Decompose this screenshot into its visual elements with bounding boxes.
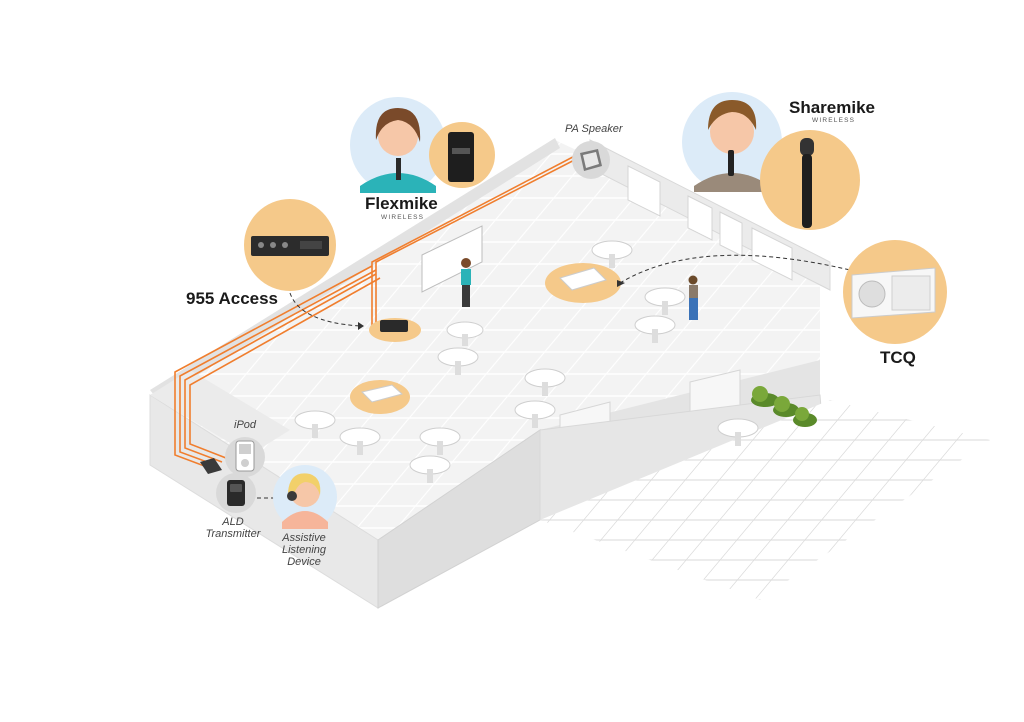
listener-avatar: [273, 465, 337, 529]
table-cluster-1: [294, 410, 336, 438]
ipod-badge: [225, 437, 265, 477]
plant-icon: [793, 407, 817, 427]
pa-speaker-label: PA Speaker: [565, 123, 623, 135]
back-wall: [150, 138, 560, 400]
assistive-device-line-1: Assistive: [282, 532, 326, 544]
sharemike-sublabel: WIRELESS: [812, 117, 856, 124]
ald-transmitter-badge: [216, 473, 256, 513]
table-cluster-10: [644, 287, 686, 315]
table-cluster-9: [591, 240, 633, 268]
floor-grid: [150, 140, 820, 540]
amplifier-callout: [244, 199, 336, 291]
tcq-callout: [843, 240, 947, 344]
amplifier-floor-badge: [369, 318, 421, 342]
tables: [294, 240, 759, 483]
headphones-icon: [287, 491, 297, 501]
assistive-device-line-3: Device: [287, 556, 321, 568]
arrow-head: [617, 280, 625, 287]
sharemike-label: Sharemike: [789, 98, 875, 117]
plants: [751, 386, 817, 427]
patio-table: [717, 418, 759, 446]
table-cluster-2: [339, 427, 381, 455]
cable-bundle: [174, 147, 591, 471]
table-cluster-11: [634, 315, 676, 343]
teacher-figure: [461, 258, 471, 307]
ald-transmitter-line-1: ALD: [222, 516, 244, 528]
arrow-head: [358, 322, 364, 330]
windows: [627, 165, 793, 281]
table-cluster-3: [419, 427, 461, 455]
table-cluster-4: [409, 455, 451, 483]
sharemike-avatar: [682, 92, 782, 192]
table-cluster-5: [437, 347, 479, 375]
microphone-icon: [800, 138, 814, 156]
table-cluster-7: [524, 368, 566, 396]
amplifier-icon: [380, 320, 408, 332]
tcq-label: TCQ: [880, 348, 916, 367]
bodypack-transmitter-icon: [448, 132, 474, 182]
ipod-label: iPod: [234, 419, 257, 431]
plant-icon: [751, 386, 779, 407]
assistive-device-line-2: Listening: [281, 544, 327, 556]
access955-label: 955 Access: [186, 289, 279, 308]
ald-transmitter-icon: [227, 480, 245, 506]
assistive-device-label: Assistive Listening Device: [272, 532, 336, 568]
student-figure: [688, 275, 698, 320]
table-cluster-6: [446, 321, 484, 346]
ald-transmitter-line-2: Transmitter: [205, 528, 261, 540]
flexmike-label: Flexmike: [365, 194, 438, 213]
flexmike-callout: [429, 122, 495, 188]
speaker-floor-badge-1: [350, 380, 410, 414]
flexmike-avatar: [350, 97, 446, 193]
pa-speaker-badge: [572, 141, 610, 179]
sharemike-callout: [760, 130, 860, 230]
plant-icon: [773, 396, 799, 417]
flexmike-sublabel: WIRELESS: [381, 214, 425, 221]
ald-transmitter-label: ALD Transmitter: [198, 516, 268, 540]
speaker-icon: [559, 267, 607, 291]
patio-grid: [540, 400, 990, 600]
laptop-icon: [200, 458, 222, 474]
speaker-floor-badge-2: [545, 263, 621, 303]
table-cluster-8: [514, 400, 556, 428]
speaker-icon: [361, 384, 404, 403]
whiteboard: [421, 225, 483, 293]
